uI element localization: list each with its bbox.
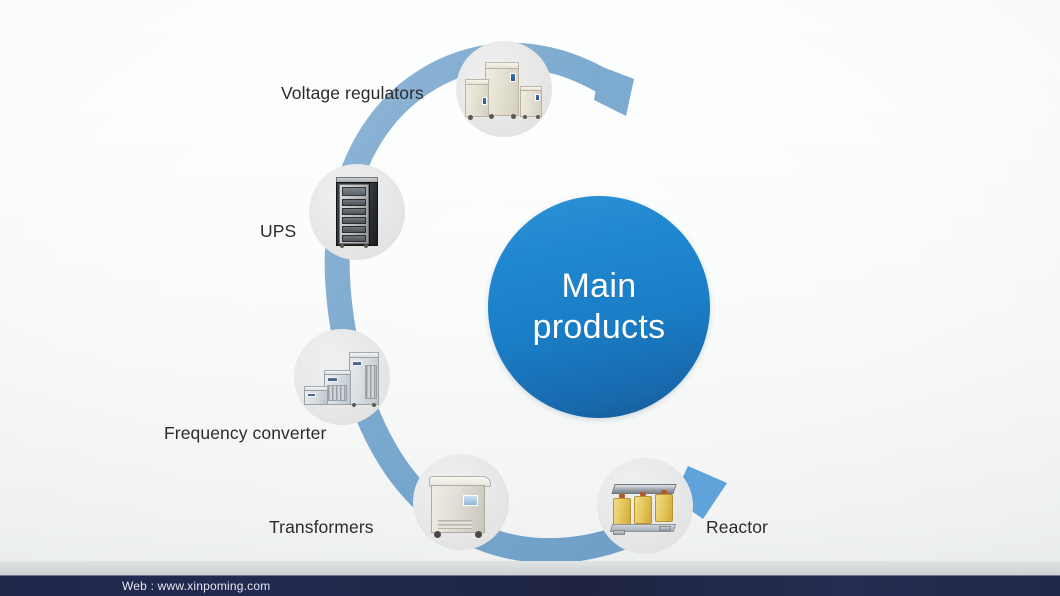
node-transformers[interactable] bbox=[413, 454, 509, 550]
node-label-transformers: Transformers bbox=[269, 517, 374, 537]
ups-cabinet-image bbox=[309, 164, 405, 260]
node-label-frequency-converter: Frequency converter bbox=[164, 423, 327, 443]
node-reactor[interactable] bbox=[597, 458, 693, 554]
center-main-products-circle: Main products bbox=[488, 196, 710, 418]
footer-bar: Web : www.xinpoming.com bbox=[0, 575, 1060, 596]
node-frequency-converter[interactable] bbox=[294, 329, 390, 425]
footer-divider-strip bbox=[0, 561, 1060, 575]
node-voltage-regulators[interactable] bbox=[456, 41, 552, 137]
node-label-voltage-regulators: Voltage regulators bbox=[281, 83, 424, 103]
node-label-ups: UPS bbox=[260, 221, 297, 241]
transformer-cabinet-image bbox=[413, 454, 509, 550]
three-phase-reactor-image bbox=[597, 458, 693, 554]
node-label-reactor: Reactor bbox=[706, 517, 768, 537]
frequency-converter-units-image bbox=[294, 329, 390, 425]
node-ups[interactable] bbox=[309, 164, 405, 260]
voltage-regulator-cabinets-image bbox=[456, 41, 552, 137]
center-circle-label: Main products bbox=[532, 266, 666, 346]
footer-website-text: Web : www.xinpoming.com bbox=[122, 579, 271, 593]
